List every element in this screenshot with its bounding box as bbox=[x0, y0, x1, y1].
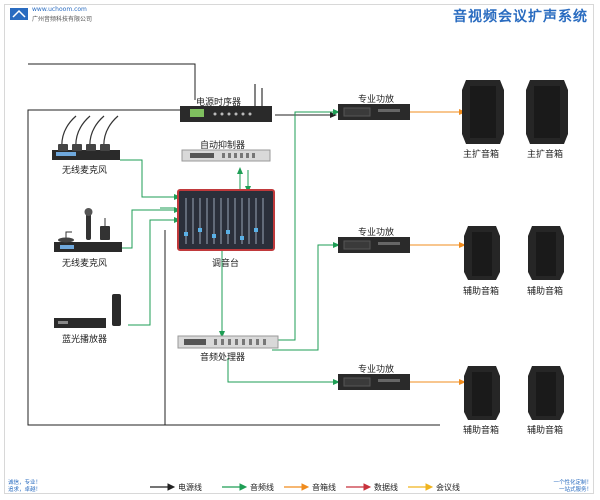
aux-speaker-1-left-label: 辅助音箱 bbox=[463, 287, 500, 297]
bluray-player-illustration bbox=[54, 294, 121, 328]
page-title: 音视频会议扩声系统 bbox=[453, 9, 588, 25]
amp-3-label: 专业功放 bbox=[358, 365, 395, 375]
corner-note-right-line2: 一站式服务！ bbox=[558, 487, 592, 493]
legend-swatches bbox=[150, 483, 434, 491]
amp-1-illustration bbox=[338, 104, 410, 120]
aux-speaker-1-right-illustration bbox=[528, 226, 564, 280]
legend-label-speaker: 音箱线 bbox=[312, 483, 336, 492]
amp-2-label: 专业功放 bbox=[358, 228, 395, 238]
mixer-illustration bbox=[177, 189, 275, 251]
legend-label-conference: 会议线 bbox=[436, 483, 460, 492]
corner-note-right: 一个性化定制！ 一站式服务！ bbox=[553, 480, 592, 494]
aux-speaker-2-left-illustration bbox=[464, 366, 500, 420]
legend-swatch-power bbox=[150, 483, 176, 491]
main-speaker-left-illustration bbox=[462, 80, 504, 144]
audio-lines bbox=[120, 111, 335, 383]
corner-note-left: 诚信，专业！ 追求，卓越！ bbox=[8, 480, 41, 494]
main-speaker-left-label: 主扩音箱 bbox=[463, 150, 500, 160]
audio-processor-label: 音频处理器 bbox=[200, 353, 246, 363]
power-lines bbox=[27, 63, 440, 426]
legend-swatch-audio bbox=[222, 483, 248, 491]
speaker-lines bbox=[410, 111, 462, 383]
wireless-mic-2-label: 无线麦克风 bbox=[62, 259, 108, 269]
amp-3-illustration bbox=[338, 374, 410, 390]
wireless-mic-1-illustration bbox=[52, 115, 120, 160]
aux-speaker-2-right-label: 辅助音箱 bbox=[527, 426, 564, 436]
logo-brand-line: www.uchoom.com bbox=[32, 6, 87, 13]
diagram-frame bbox=[4, 4, 594, 494]
legend-label-audio: 音频线 bbox=[250, 483, 274, 492]
legend-swatch-speaker bbox=[284, 483, 310, 491]
feedback-suppressor-label: 自动抑制器 bbox=[200, 141, 246, 151]
aux-speaker-2-left-label: 辅助音箱 bbox=[463, 426, 500, 436]
power-sequencer-illustration bbox=[180, 84, 272, 122]
wireless-mic-1-label: 无线麦克风 bbox=[62, 166, 108, 176]
amp-1-label: 专业功放 bbox=[358, 95, 395, 105]
legend-swatch-data bbox=[346, 483, 372, 491]
legend-label-data: 数据线 bbox=[374, 483, 398, 492]
aux-speaker-2-right-illustration bbox=[528, 366, 564, 420]
amp-2-illustration bbox=[338, 237, 410, 253]
aux-speaker-1-right-label: 辅助音箱 bbox=[527, 287, 564, 297]
corner-note-right-line1: 一个性化定制！ bbox=[553, 480, 592, 486]
main-speaker-right-label: 主扩音箱 bbox=[527, 150, 564, 160]
legend-label-power: 电源线 bbox=[178, 483, 202, 492]
feedback-suppressor-illustration bbox=[181, 149, 271, 162]
corner-note-left-line2: 追求，卓越！ bbox=[8, 487, 42, 493]
company-logo-icon bbox=[10, 8, 28, 20]
logo-company-line: 广州音频科技有限公司 bbox=[32, 16, 93, 23]
corner-note-left-line1: 诚信，专业！ bbox=[8, 480, 42, 486]
mixer-label: 调音台 bbox=[212, 259, 240, 269]
bluray-player-label: 蓝光播放器 bbox=[62, 335, 108, 345]
aux-speaker-1-left-illustration bbox=[464, 226, 500, 280]
wireless-mic-2-illustration bbox=[54, 208, 122, 252]
main-speaker-right-illustration bbox=[526, 80, 568, 144]
legend-swatch-conference bbox=[408, 483, 434, 491]
audio-processor-illustration bbox=[177, 335, 279, 349]
power-sequencer-label: 电源时序器 bbox=[196, 98, 242, 108]
